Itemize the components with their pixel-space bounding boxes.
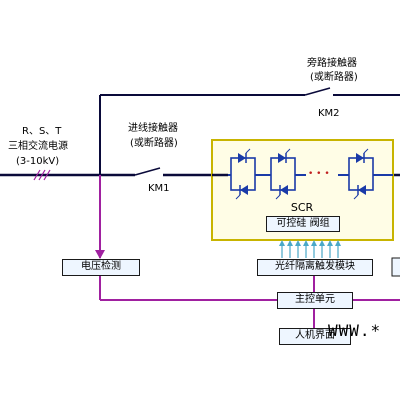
km1-tag: KM1 [148,183,170,194]
scr-ellipsis: • • • [308,169,330,179]
hmi-box: 人机界面 [279,328,351,345]
watermark-text: WWW.* [328,321,382,340]
km1-label-line1: 进线接触器 [128,123,178,134]
fiber-arrow [279,240,285,258]
fiber-arrows [279,240,341,258]
km2-blade [304,87,331,96]
source-phases: R、S、T [22,126,62,137]
thyristor-pair [346,148,376,200]
voltage-sense-arrow [95,250,105,259]
fiber-arrow [327,240,333,258]
thyristor-pair [268,148,298,200]
thyristor-pair [228,148,258,200]
scr-title: SCR [290,201,314,214]
km1-blade [134,167,161,176]
source-voltage: (3-10kV) [16,156,60,167]
km2-label-line2: (或断路器) [310,72,358,83]
voltage-detect-box: 电压检测 [62,259,140,276]
scr-subtitle: 可控硅 阀组 [266,216,340,232]
fiber-arrow [311,240,317,258]
source-cable-mark [33,169,51,181]
main-control-box: 主控单元 [277,292,353,309]
source-name: 三相交流电源 [8,141,68,152]
thyristor-stack [228,148,393,200]
km2-tag: KM2 [318,108,340,119]
fiber-arrow [335,240,341,258]
right-edge-box [391,257,400,277]
fiber-arrow [303,240,309,258]
fiber-trigger-box: 光纤隔离触发模块 [257,259,373,276]
fiber-arrow [319,240,325,258]
km2-label-line1: 旁路接触器 [307,58,357,69]
fiber-arrow [287,240,293,258]
fiber-arrow [295,240,301,258]
km1-label-line2: (或断路器) [130,138,178,149]
